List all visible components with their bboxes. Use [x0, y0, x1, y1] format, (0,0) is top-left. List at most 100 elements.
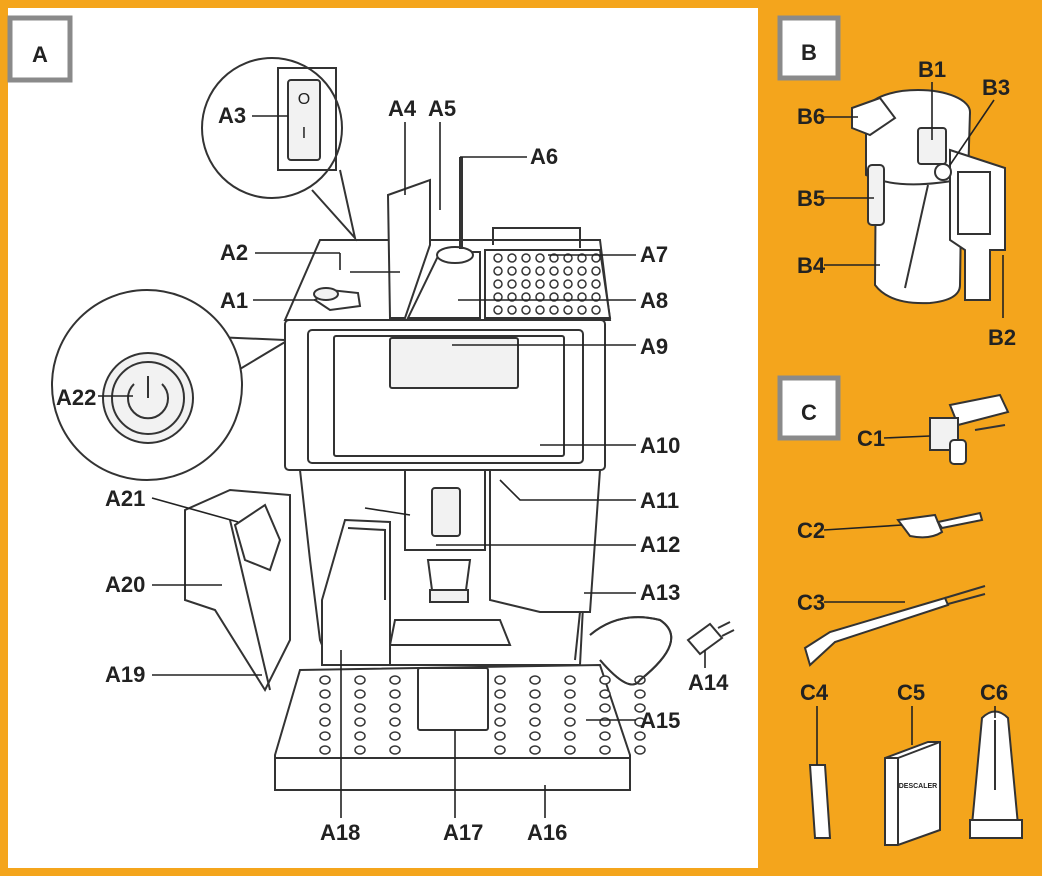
warmer-hole	[493, 305, 503, 315]
warmer-hole	[549, 292, 559, 302]
control-panel	[284, 319, 606, 471]
plug-icon	[686, 621, 735, 656]
label-a3: A3	[218, 103, 246, 128]
warmer-hole	[535, 279, 545, 289]
tray-hole	[354, 717, 366, 727]
tray-hole	[389, 675, 401, 685]
tray-hole	[494, 717, 506, 727]
tray-hole	[319, 689, 331, 699]
label-a2: A2	[220, 240, 248, 265]
warmer-hole	[493, 253, 503, 263]
label-b6: B6	[797, 104, 825, 129]
label-a7: A7	[640, 242, 668, 267]
svg-text:B: B	[801, 40, 817, 65]
label-a1: A1	[220, 288, 248, 313]
warmer-hole	[507, 279, 517, 289]
panel-c-tag: C	[777, 375, 841, 441]
tray-hole	[634, 745, 646, 755]
tray-hole	[564, 703, 576, 713]
warmer-hole	[591, 305, 601, 315]
warmer-hole	[521, 292, 531, 302]
warmer-hole	[535, 253, 545, 263]
tray-hole	[599, 745, 611, 755]
label-a6: A6	[530, 144, 558, 169]
svg-text:O: O	[298, 91, 310, 108]
label-b4: B4	[797, 253, 826, 278]
warmer-dots	[493, 253, 601, 315]
tray-hole	[529, 675, 541, 685]
svg-text:DESCALER: DESCALER	[899, 783, 938, 790]
warmer-hole	[493, 279, 503, 289]
tray-hole	[564, 689, 576, 699]
tray-hole	[354, 689, 366, 699]
panel-b-labels: B1 B3 B6 B5 B4 B2	[797, 57, 1016, 350]
tray-hole	[634, 731, 646, 741]
label-c2: C2	[797, 518, 825, 543]
accessory-c4-strip	[808, 764, 832, 839]
accessory-c3-brush	[803, 585, 986, 667]
tray-hole	[529, 703, 541, 713]
label-a16: A16	[527, 820, 567, 845]
tray-hole	[599, 703, 611, 713]
warmer-hole	[521, 253, 531, 263]
tray-hole	[564, 731, 576, 741]
label-a11: A11	[640, 488, 679, 513]
warmer-hole	[577, 279, 587, 289]
label-b3: B3	[982, 75, 1010, 100]
tray-hole	[494, 731, 506, 741]
tray-hole	[389, 689, 401, 699]
warmer-hole	[507, 266, 517, 276]
panel-a-labels: A3 A4 A5 A6 A2 A7 A1 A8 A9 A22 A10 A11 A…	[56, 96, 729, 845]
tray-hole	[529, 717, 541, 727]
tray-hole	[319, 731, 331, 741]
panel-a-tag: A	[7, 15, 73, 83]
svg-text:C: C	[801, 400, 817, 425]
label-b1: B1	[918, 57, 946, 82]
warmer-hole	[549, 305, 559, 315]
warmer-hole	[563, 266, 573, 276]
warmer-hole	[521, 266, 531, 276]
warmer-hole	[535, 292, 545, 302]
tray-hole	[564, 745, 576, 755]
warmer-hole	[563, 253, 573, 263]
svg-text:A: A	[32, 42, 48, 67]
warmer-hole	[549, 253, 559, 263]
tray-hole	[599, 689, 611, 699]
label-c1: C1	[857, 426, 885, 451]
tray-hole	[634, 717, 646, 727]
tray-hole	[494, 689, 506, 699]
label-a9: A9	[640, 334, 668, 359]
tray-hole	[529, 731, 541, 741]
label-a12: A12	[640, 532, 680, 557]
warmer-hole	[521, 305, 531, 315]
tray-hole	[564, 675, 576, 685]
label-a4: A4	[388, 96, 417, 121]
grounds-container	[321, 518, 391, 666]
tray-hole	[319, 675, 331, 685]
label-c3: C3	[797, 590, 825, 615]
label-c4: C4	[800, 680, 829, 705]
tray-hole	[634, 689, 646, 699]
rocker-switch-icon: O I	[287, 79, 321, 161]
warmer-hole	[563, 292, 573, 302]
label-a20: A20	[105, 572, 145, 597]
label-a18: A18	[320, 820, 360, 845]
warmer-hole	[493, 292, 503, 302]
label-a13: A13	[640, 580, 680, 605]
label-b2: B2	[988, 325, 1016, 350]
warmer-hole	[521, 279, 531, 289]
tray-hole	[494, 675, 506, 685]
accessory-c6-filter	[969, 710, 1023, 839]
warmer-hole	[507, 305, 517, 315]
warmer-hole	[535, 266, 545, 276]
warmer-hole	[507, 292, 517, 302]
panel-b-tag: B	[777, 15, 841, 81]
warmer-hole	[591, 292, 601, 302]
tray-hole	[564, 717, 576, 727]
label-a21: A21	[105, 486, 145, 511]
label-c5: C5	[897, 680, 925, 705]
power-cord	[589, 616, 673, 686]
label-c6: C6	[980, 680, 1008, 705]
tray-hole	[354, 745, 366, 755]
